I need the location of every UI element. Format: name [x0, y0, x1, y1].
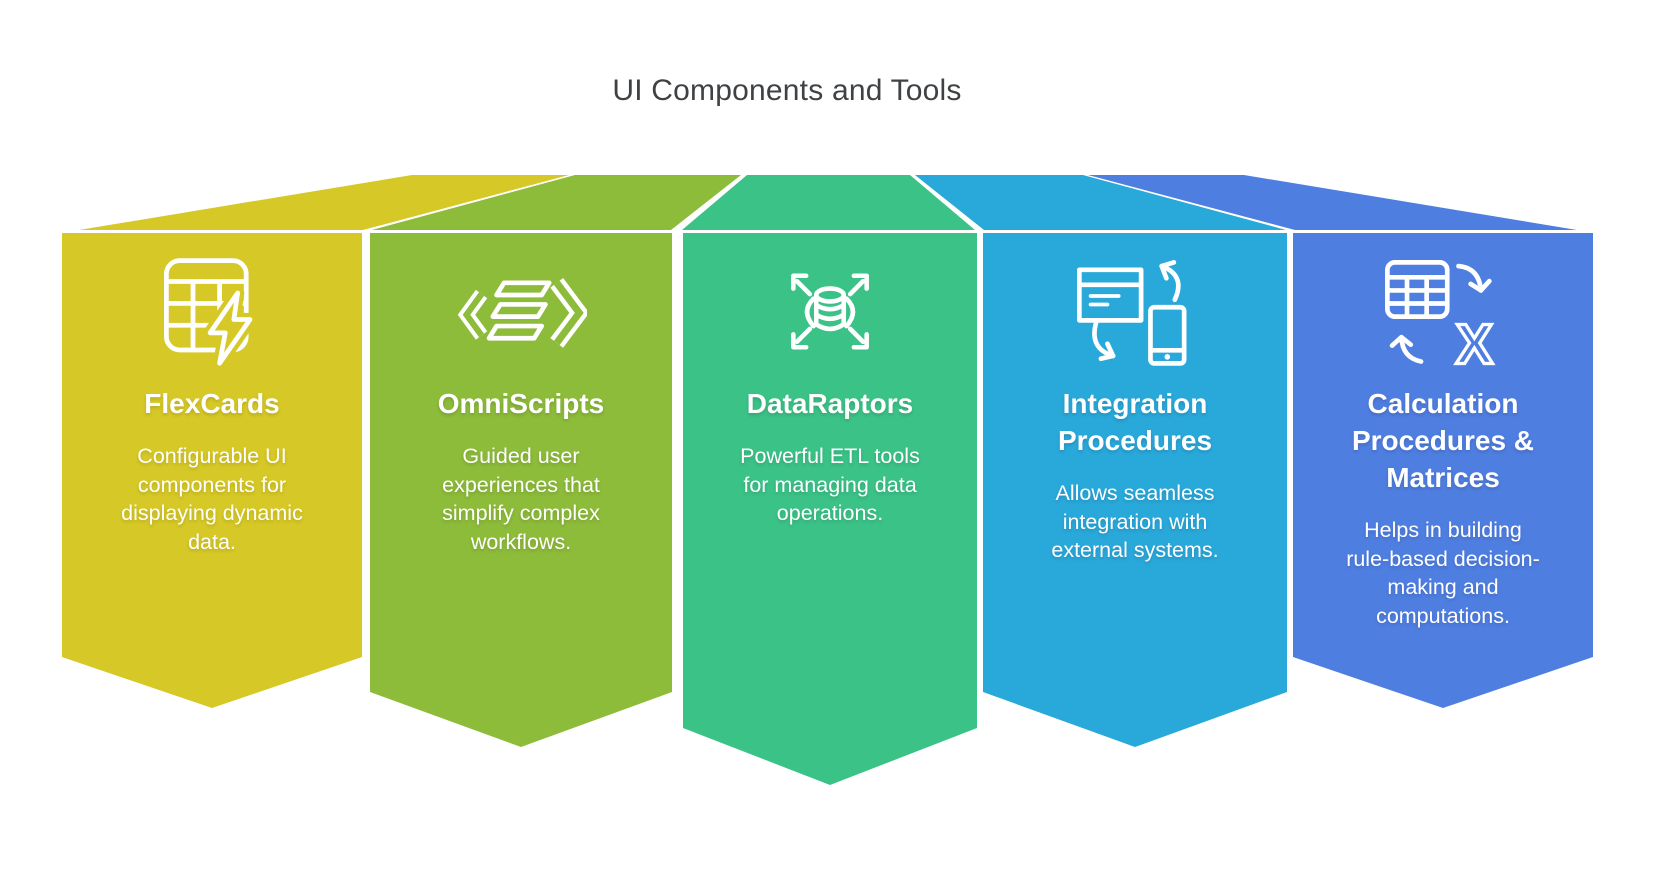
roof-panel-integration — [915, 175, 1286, 230]
svg-text:X: X — [1455, 312, 1492, 369]
page-title: UI Components and Tools — [612, 74, 962, 107]
roof-panel-omniscripts — [372, 175, 741, 230]
spreadsheet-x-icon: X — [1384, 260, 1494, 369]
icon-wrap — [62, 249, 362, 373]
card-title: DataRaptors — [746, 388, 914, 419]
card-description: Powerful ETL tools for managing data ope… — [740, 444, 920, 525]
chevron-flow-icon — [457, 278, 587, 348]
card-banner-calculation — [1293, 233, 1593, 708]
card-description: Helps in building rule-based decision- m… — [1346, 518, 1540, 628]
icon-wrap — [683, 249, 977, 373]
card-banner-dataraptors — [683, 233, 977, 785]
database-arrows-icon — [791, 272, 869, 350]
icon-wrap — [983, 249, 1287, 373]
table-lightning-icon — [164, 258, 257, 370]
card-description: Configurable UI components for displayin… — [121, 444, 303, 554]
card-phone-sync-icon — [1076, 260, 1186, 366]
card-banner-flexcards — [62, 233, 362, 708]
card-integration-procedures: Integration Procedures Allows seamless i… — [983, 233, 1287, 565]
roof-panel-flexcards — [79, 175, 569, 230]
icon-wrap: X — [1293, 249, 1593, 373]
card-flexcards: FlexCards Configurable UI components for… — [62, 233, 362, 556]
roof-panel-calculation — [1088, 175, 1577, 230]
card-dataraptors: DataRaptors Powerful ETL tools for manag… — [683, 233, 977, 528]
card-title: Calculation Procedures & Matrices — [1351, 388, 1535, 493]
card-title: OmniScripts — [437, 388, 605, 419]
card-banner-integration — [983, 233, 1287, 747]
card-banner-omniscripts — [370, 233, 672, 747]
card-title: Integration Procedures — [1057, 388, 1213, 456]
card-omniscripts: OmniScripts Guided user experiences that… — [370, 233, 672, 556]
roof-panel-dataraptors — [682, 175, 975, 230]
card-title: FlexCards — [144, 388, 280, 419]
card-calculation-procedures: X Calculation Procedures & Matrices Help… — [1293, 233, 1593, 630]
icon-wrap — [370, 249, 672, 373]
card-description: Allows seamless integration with externa… — [1051, 481, 1219, 562]
card-description: Guided user experiences that simplify co… — [442, 444, 600, 554]
